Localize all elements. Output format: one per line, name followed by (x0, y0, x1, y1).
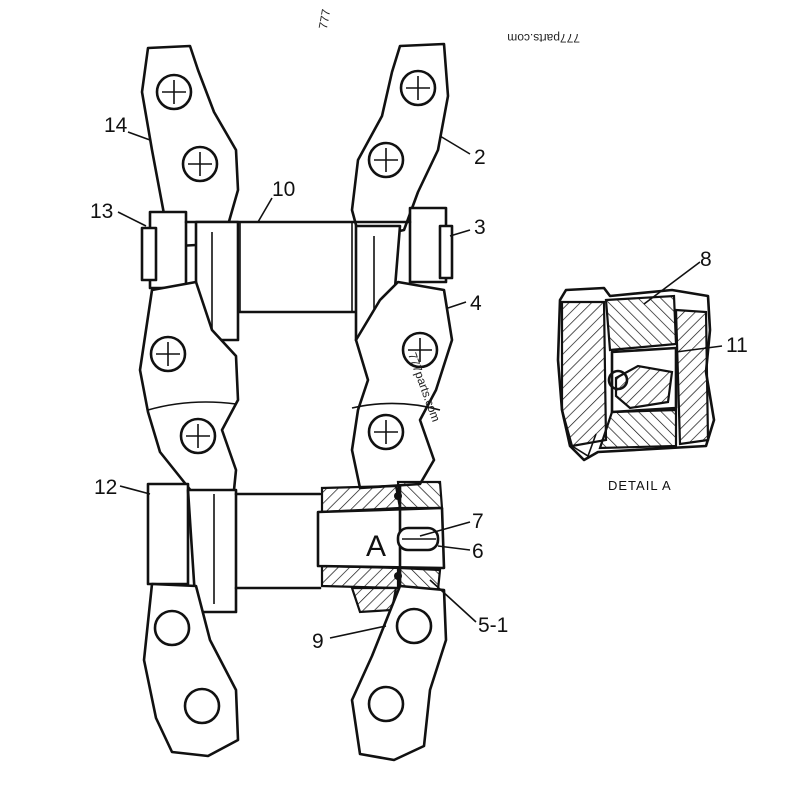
callout-8: 8 (700, 248, 712, 271)
top-pin-assembly (140, 206, 454, 342)
bottom-pin-assembly (146, 480, 446, 614)
callout-5-1: 5-1 (478, 614, 508, 637)
callout-4: 4 (470, 292, 482, 315)
watermark-top: 777 (316, 8, 333, 30)
watermark-mirrored: 777parts.com (507, 31, 580, 45)
callout-14: 14 (104, 114, 128, 137)
callout-6: 6 (472, 540, 484, 563)
detail-a-caption: DETAIL A (608, 478, 672, 493)
callout-11: 11 (726, 334, 748, 357)
callout-10: 10 (272, 178, 295, 201)
leader-lines (117, 131, 723, 639)
callout-13: 13 (90, 200, 113, 223)
callout-3: 3 (474, 216, 486, 239)
callout-9: 9 (312, 630, 324, 653)
detail-a-view (556, 286, 716, 462)
section-label-a: A (366, 530, 386, 563)
callout-2: 2 (474, 146, 486, 169)
middle-left-link (138, 280, 240, 494)
bottom-right-link (350, 584, 448, 762)
bottom-left-link (142, 582, 240, 758)
callout-12: 12 (94, 476, 117, 499)
callout-7: 7 (472, 510, 484, 533)
